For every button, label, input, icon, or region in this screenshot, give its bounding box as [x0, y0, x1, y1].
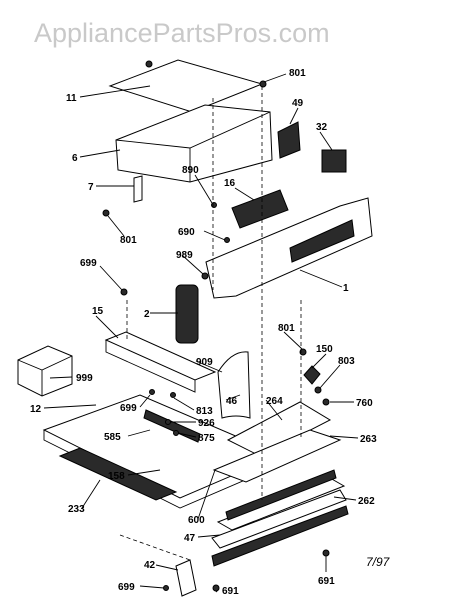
callout-926: 926: [198, 418, 215, 429]
callout-585: 585: [104, 432, 121, 443]
screw-699-mid: [149, 389, 155, 395]
screw-690: [224, 237, 230, 243]
watermark: AppliancePartsPros.com: [34, 18, 330, 48]
callout-760: 760: [356, 398, 373, 409]
callout-47: 47: [184, 533, 196, 544]
element-233: [58, 447, 178, 501]
callout-264: 264: [266, 396, 283, 407]
screw-691-lower: [212, 584, 220, 592]
relay-32: [321, 149, 347, 173]
callout-46: 46: [226, 396, 238, 407]
callout-11: 11: [66, 93, 77, 104]
callout-691-lower: 691: [222, 586, 239, 597]
lower-trim-47: [211, 489, 347, 549]
callout-150: 150: [316, 344, 333, 355]
screw-803: [314, 386, 322, 394]
control-panel: [205, 197, 373, 299]
guide-line-5: [119, 534, 191, 561]
callout-691-right: 691: [318, 576, 335, 587]
kit-999: [17, 345, 73, 397]
callout-890: 890: [182, 165, 199, 176]
callout-15: 15: [92, 306, 104, 317]
screw-813: [170, 392, 176, 398]
callout-699-lower: 699: [118, 582, 135, 593]
screw-875: [173, 430, 179, 436]
screw-890: [211, 202, 217, 208]
screw-801-top-right: [259, 80, 267, 88]
callout-803: 803: [338, 356, 355, 367]
wire-harness-585: [143, 409, 201, 443]
callout-699-upper: 699: [80, 258, 97, 269]
callout-49: 49: [292, 98, 304, 109]
mounting-rail-15: [104, 331, 217, 381]
screw-699-lower: [163, 585, 169, 591]
callout-875: 875: [198, 433, 215, 444]
screw-926: [165, 419, 171, 425]
callout-699-mid: 699: [120, 403, 137, 414]
callout-16: 16: [224, 178, 236, 189]
vent-grille: [277, 121, 301, 159]
callout-42: 42: [144, 560, 156, 571]
screw-top: [145, 60, 153, 68]
callout-801-top: 801: [289, 68, 306, 79]
callout-7: 7: [88, 182, 94, 193]
control-board-16: [231, 189, 289, 229]
switch-150: [303, 365, 321, 385]
callout-600: 600: [188, 515, 205, 526]
callout-263: 263: [360, 434, 377, 445]
baffle-46: [217, 351, 251, 419]
bracket-42: [175, 559, 197, 597]
callout-1: 1: [343, 283, 349, 294]
callout-2: 2: [144, 309, 150, 320]
callout-262: 262: [358, 496, 375, 507]
screw-691-right: [322, 549, 330, 557]
screw-801-left: [102, 209, 110, 217]
end-cap-2: [175, 284, 199, 344]
control-panel-display: [289, 219, 355, 263]
date-code: 7/97: [366, 555, 391, 569]
top-cover-panel: [108, 59, 264, 113]
lower-trim-strip: [211, 505, 349, 567]
callout-989: 989: [176, 250, 193, 261]
callout-233: 233: [68, 504, 85, 515]
callout-12: 12: [30, 404, 42, 415]
screw-699-upper: [120, 288, 128, 296]
screw-760: [322, 398, 330, 406]
callout-32: 32: [316, 122, 328, 133]
callout-813: 813: [196, 406, 213, 417]
callout-690: 690: [178, 227, 195, 238]
front-rail-262-strip: [225, 469, 337, 521]
screw-801-right: [299, 348, 307, 356]
callout-909: 909: [196, 357, 213, 368]
callout-999: 999: [76, 373, 93, 384]
callout-801-left: 801: [120, 235, 137, 246]
trim-263: [212, 429, 342, 483]
screw-989: [201, 272, 209, 280]
callout-801-right: 801: [278, 323, 295, 334]
callout-158: 158: [108, 471, 125, 482]
chassis-box: [115, 104, 273, 183]
trim-264: [226, 401, 332, 457]
bracket-7: [133, 175, 143, 203]
leader-lines: [43, 73, 359, 593]
callout-6: 6: [72, 153, 78, 164]
